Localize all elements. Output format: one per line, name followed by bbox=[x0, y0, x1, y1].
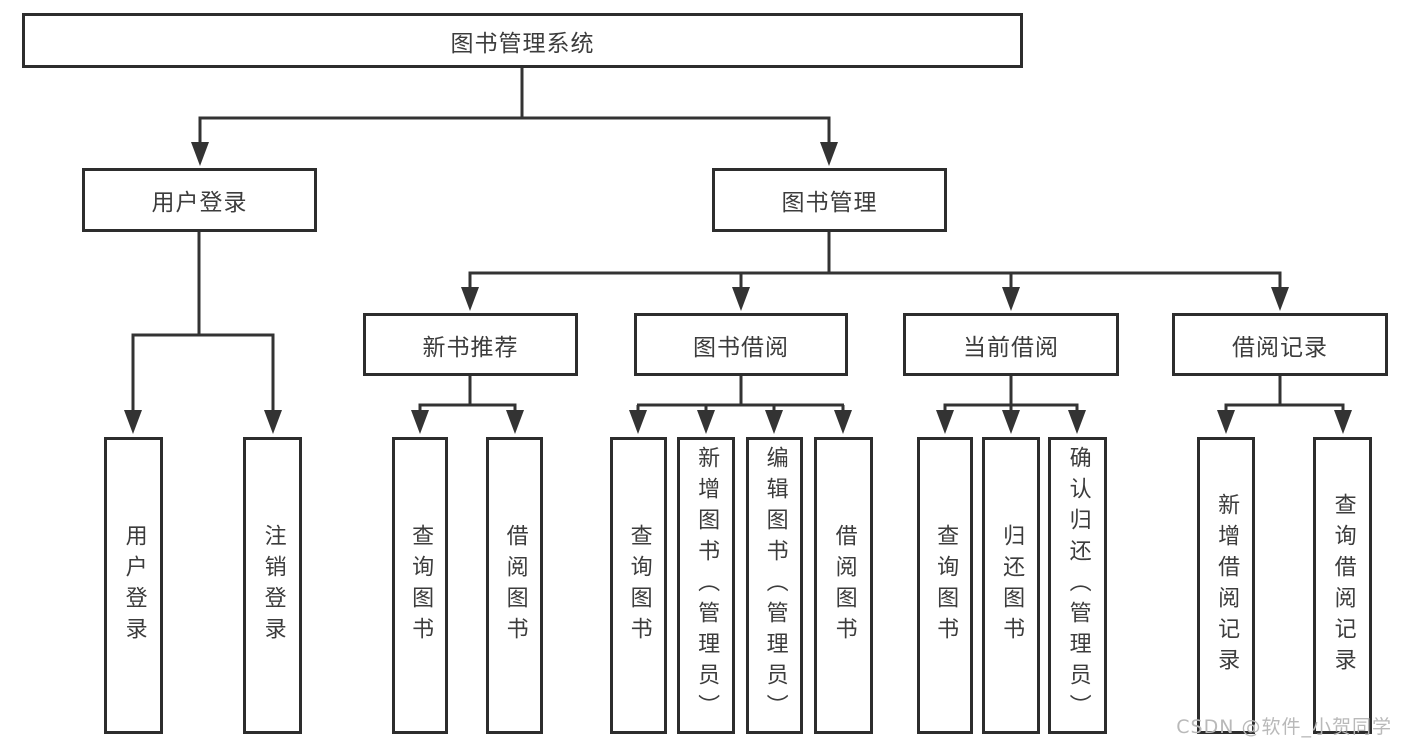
watermark: CSDN @软件_小贺同学 bbox=[1176, 716, 1392, 738]
node-leaf-query-books-recommend: 查询图书 bbox=[392, 437, 448, 734]
leaf-label: 确认归还（管理员） bbox=[1065, 446, 1091, 725]
node-leaf-query-books-current: 查询图书 bbox=[917, 437, 973, 734]
leaf-label: 查询图书 bbox=[626, 523, 652, 648]
node-module-current-borrow: 当前借阅 bbox=[903, 313, 1119, 376]
node-module-book-borrow: 图书借阅 bbox=[634, 313, 848, 376]
node-leaf-query-borrow-record: 查询借阅记录 bbox=[1313, 437, 1372, 734]
node-leaf-borrow-books: 借阅图书 bbox=[814, 437, 873, 734]
node-branch-user-login: 用户登录 bbox=[82, 168, 317, 232]
leaf-label: 归还图书 bbox=[999, 523, 1025, 648]
node-leaf-return-book: 归还图书 bbox=[982, 437, 1040, 734]
node-module-borrow-records: 借阅记录 bbox=[1172, 313, 1388, 376]
node-leaf-logout: 注销登录 bbox=[243, 437, 302, 734]
leaf-label: 查询借阅记录 bbox=[1330, 492, 1356, 679]
leaf-label: 借阅图书 bbox=[502, 523, 528, 648]
node-module-new-book-recommend: 新书推荐 bbox=[363, 313, 578, 376]
leaf-label: 编辑图书（管理员） bbox=[762, 446, 788, 725]
leaf-label: 注销登录 bbox=[260, 523, 286, 648]
node-leaf-borrow-books-recommend: 借阅图书 bbox=[486, 437, 543, 734]
leaf-label: 查询图书 bbox=[933, 523, 959, 648]
node-leaf-query-books-borrow: 查询图书 bbox=[610, 437, 667, 734]
node-root: 图书管理系统 bbox=[22, 13, 1023, 68]
node-branch-book-management: 图书管理 bbox=[712, 168, 947, 232]
leaf-label: 查询图书 bbox=[408, 523, 434, 648]
node-leaf-confirm-return-admin: 确认归还（管理员） bbox=[1048, 437, 1107, 734]
leaf-label: 用户登录 bbox=[121, 523, 147, 648]
node-leaf-add-borrow-record: 新增借阅记录 bbox=[1197, 437, 1255, 734]
leaf-label: 新增借阅记录 bbox=[1214, 492, 1240, 679]
node-leaf-edit-book-admin: 编辑图书（管理员） bbox=[746, 437, 803, 734]
node-leaf-user-login: 用户登录 bbox=[104, 437, 163, 734]
node-leaf-add-book-admin: 新增图书（管理员） bbox=[677, 437, 735, 734]
leaf-label: 借阅图书 bbox=[831, 523, 857, 648]
leaf-label: 新增图书（管理员） bbox=[694, 446, 720, 725]
